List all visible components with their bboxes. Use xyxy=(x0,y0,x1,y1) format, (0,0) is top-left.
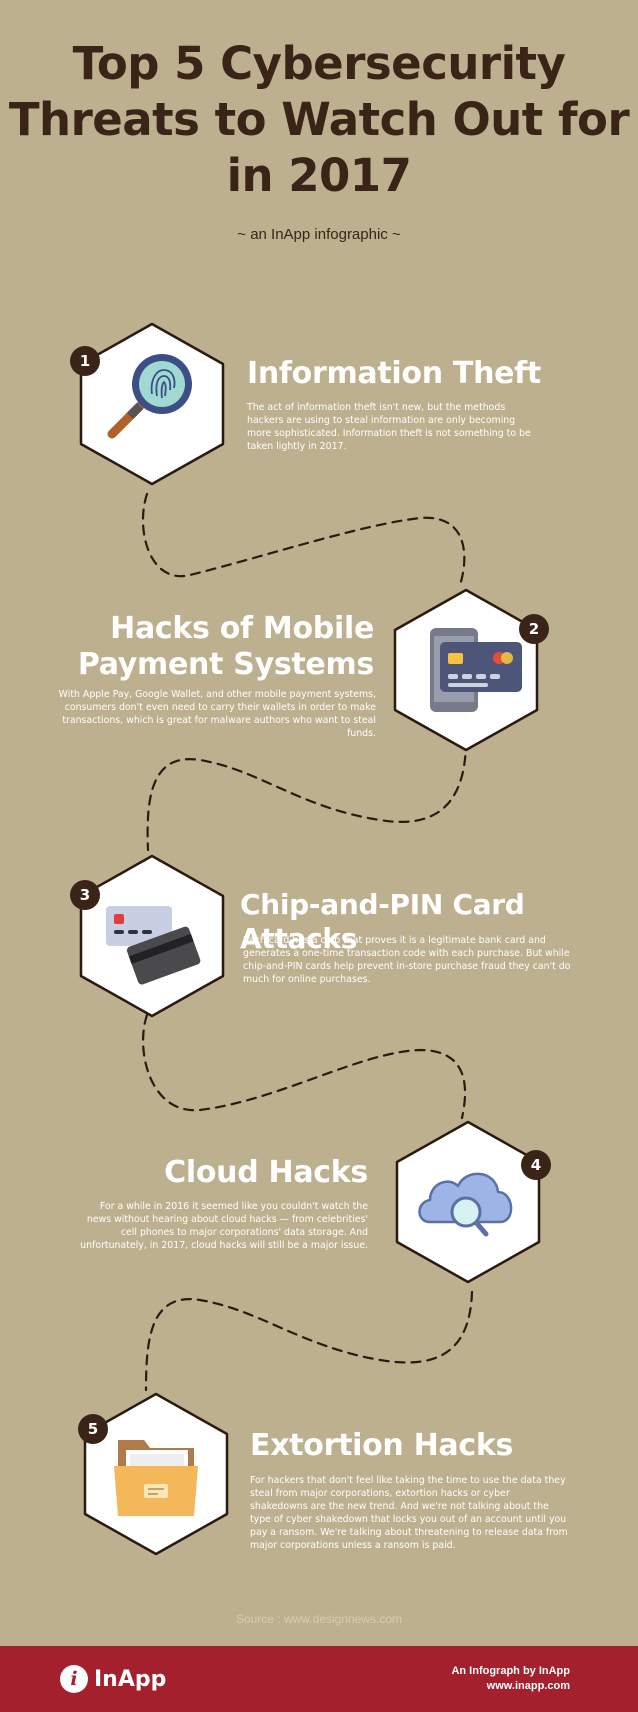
threat-2-number-badge: 2 xyxy=(519,614,549,644)
inapp-logo-icon: i xyxy=(60,1665,88,1693)
threat-4-hexagon xyxy=(394,1120,542,1284)
threat-5-title: Extortion Hacks xyxy=(250,1428,514,1463)
inapp-logo-text: InApp xyxy=(94,1666,167,1692)
magnifier-fingerprint-icon xyxy=(107,354,192,439)
footer-credit: An Infograph by InApp www.inapp.com xyxy=(451,1664,570,1694)
threat-2-hexagon xyxy=(392,588,540,752)
title-line-2: Threats to Watch Out for xyxy=(8,93,630,146)
folder-icon xyxy=(114,1440,198,1516)
threat-3-title: Chip-and-PIN Card Attacks xyxy=(240,888,525,955)
footer-credit-line: An Infograph by InApp xyxy=(451,1665,570,1677)
page-title: Top 5 Cybersecurity Threats to Watch Out… xyxy=(0,36,638,204)
source-credit: Source : www.designnews.com xyxy=(235,1612,403,1626)
threat-2-title-line-2: Payment Systems xyxy=(77,647,374,682)
threat-2-description: With Apple Pay, Google Wallet, and other… xyxy=(58,689,376,739)
threat-3-hexagon xyxy=(78,854,226,1018)
threat-1-number-badge: 1 xyxy=(70,346,100,376)
title-line-1: Top 5 Cybersecurity xyxy=(72,37,566,90)
threat-1-hexagon xyxy=(78,322,226,486)
threat-2-title-line-1: Hacks of Mobile xyxy=(110,611,374,646)
threat-5-description: For hackers that don't feel like taking … xyxy=(250,1475,568,1551)
threat-3-number-badge: 3 xyxy=(70,880,100,910)
subtitle: ~ an InApp infographic ~ xyxy=(237,226,401,243)
title-line-3: in 2017 xyxy=(226,149,412,202)
threat-4-description: For a while in 2016 it seemed like you c… xyxy=(80,1201,368,1251)
threat-5-number-badge: 5 xyxy=(78,1414,108,1444)
cloud-search-icon xyxy=(418,1172,513,1237)
bank-cards-icon xyxy=(106,906,201,985)
phone-card-icon xyxy=(430,628,522,712)
threat-3-description: Each card has a chip that proves it is a… xyxy=(243,935,571,985)
threat-1-title: Information Theft xyxy=(247,356,541,391)
inapp-logo[interactable]: i InApp xyxy=(60,1662,166,1696)
threat-5-hexagon xyxy=(82,1392,230,1556)
footer-bar: i InApp An Infograph by InApp www.inapp.… xyxy=(0,1646,638,1712)
threat-4-title: Cloud Hacks xyxy=(164,1155,368,1190)
threat-4-number-badge: 4 xyxy=(521,1150,551,1180)
threat-1-description: The act of information theft isn't new, … xyxy=(247,402,531,452)
threat-2-title: Hacks of Mobile Payment Systems xyxy=(60,611,374,683)
footer-website-link[interactable]: www.inapp.com xyxy=(486,1680,570,1692)
